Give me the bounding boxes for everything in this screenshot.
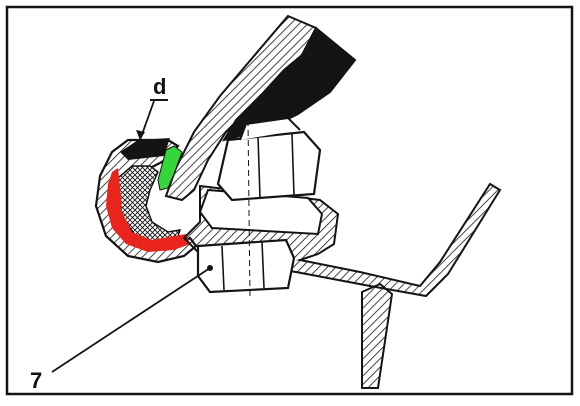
sealant-green [157, 145, 183, 191]
sealant-red [106, 168, 190, 252]
body-panel-dark-face [221, 26, 357, 142]
washer [198, 188, 324, 236]
border-frame [5, 5, 574, 396]
callout-d: d [136, 74, 168, 141]
hem-bead [120, 138, 170, 160]
hex-nut [216, 116, 322, 202]
support-leg [361, 282, 394, 389]
bolt-head [196, 238, 296, 294]
bolt-axis [247, 119, 251, 301]
callout-7: 7 [30, 267, 211, 393]
callout-d-label: d [153, 74, 166, 99]
callout-7-label: 7 [30, 368, 42, 393]
